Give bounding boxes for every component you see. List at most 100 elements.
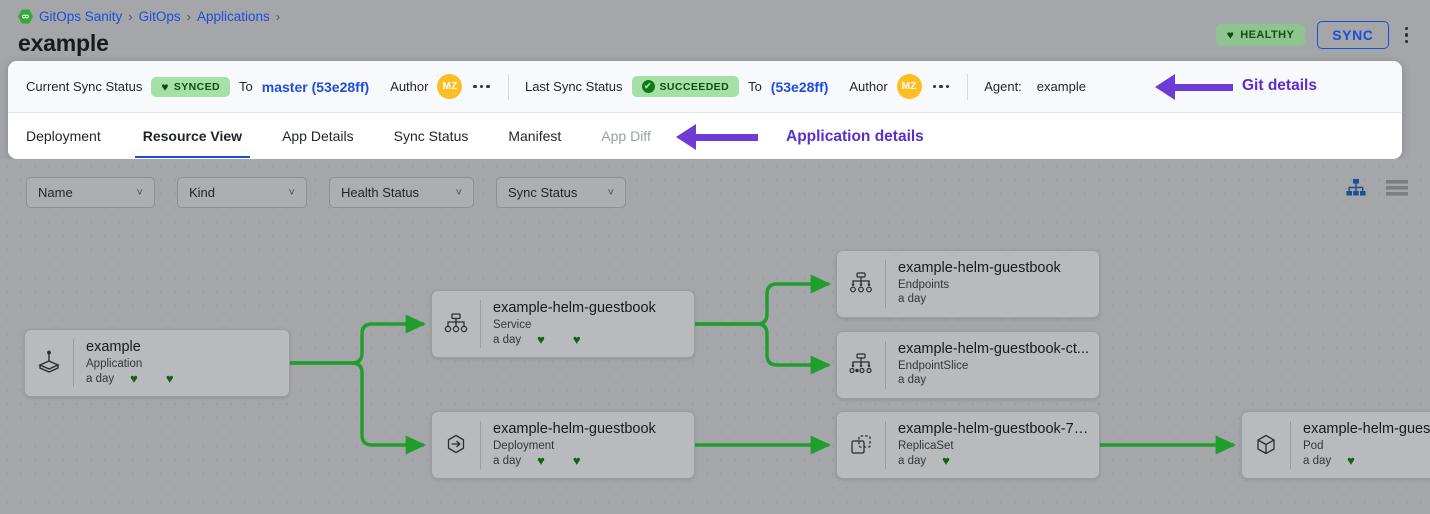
sync-heart-icon: ♥ <box>165 371 174 386</box>
sync-heart-icon: ♥ <box>572 332 581 347</box>
list-view-icon[interactable] <box>1386 179 1408 202</box>
application-details-card: Current Sync Status ♥ SYNCED To master (… <box>8 61 1402 159</box>
last-overflow-dots-icon[interactable] <box>931 81 952 93</box>
filter-name[interactable]: Name ˅ <box>26 177 155 208</box>
divider <box>885 421 886 469</box>
tree-view-icon[interactable] <box>1346 179 1366 202</box>
graph-node-kind: Endpoints <box>898 279 950 291</box>
graph-node-name: example-helm-guest <box>1303 421 1430 437</box>
graph-node-kind: Application <box>86 358 143 370</box>
current-overflow-dots-icon[interactable] <box>471 81 492 93</box>
health-heart-icon: ♥ <box>1347 453 1355 468</box>
graph-node-meta: a day ♥ ♥ <box>493 454 684 467</box>
sync-heart-icon: ♥ <box>572 453 581 468</box>
current-revision-link[interactable]: master (53e28ff) <box>261 78 370 95</box>
sync-status-bar: Current Sync Status ♥ SYNCED To master (… <box>8 61 1402 113</box>
health-badge-label: HEALTHY <box>1240 29 1295 41</box>
sync-button[interactable]: SYNC <box>1317 21 1389 49</box>
graph-node-name: example <box>86 339 141 355</box>
resource-graph-canvas: Name ˅ Kind ˅ Health Status ˅ Sync Statu… <box>0 159 1430 514</box>
git-details-annotation-label: Git details <box>1242 77 1317 94</box>
application-icon <box>25 330 73 396</box>
tab-sync-status[interactable]: Sync Status <box>393 127 469 144</box>
breadcrumb-item-gitops-sanity[interactable]: GitOps Sanity <box>39 9 123 24</box>
breadcrumb-item-applications[interactable]: Applications <box>196 9 270 24</box>
graph-node-body: example-helm-guest Pod a day ♥ <box>1291 412 1430 478</box>
health-heart-icon: ♥ <box>537 453 545 468</box>
divider <box>480 421 481 469</box>
last-revision-link[interactable]: (53e28ff) <box>770 78 829 95</box>
graph-node-application[interactable]: example Application a day ♥ ♥ <box>24 329 290 397</box>
breadcrumb: GitOps Sanity › GitOps › Applications › <box>18 9 280 24</box>
graph-node-kind: Pod <box>1303 440 1324 452</box>
filter-name-label: Name <box>38 185 73 200</box>
graph-node-body: example-helm-guestbook-74... ReplicaSet … <box>886 412 1099 478</box>
filter-health-status[interactable]: Health Status ˅ <box>329 177 474 208</box>
current-sync-status-label: Current Sync Status <box>26 79 143 94</box>
divider <box>885 260 886 308</box>
divider <box>967 73 969 100</box>
chevron-down-icon: ˅ <box>455 186 462 199</box>
graph-node-endpoints[interactable]: example-helm-guestbook Endpoints a day <box>836 250 1100 318</box>
check-circle-icon: ✔ <box>641 80 655 93</box>
graph-node-name: example-helm-guestbook <box>493 421 656 437</box>
graph-node-pod[interactable]: example-helm-guest Pod a day ♥ <box>1241 411 1430 479</box>
graph-node-service[interactable]: example-helm-guestbook Service a day ♥ ♥ <box>431 290 695 358</box>
last-sync-status-group: Last Sync Status ✔ SUCCEEDED To (53e28ff… <box>525 74 951 99</box>
current-sync-status-pill: ♥ SYNCED <box>151 76 231 97</box>
current-sync-status-group: Current Sync Status ♥ SYNCED To master (… <box>26 74 492 99</box>
graph-node-meta: a day ♥ <box>1303 454 1430 467</box>
graph-node-meta: a day ♥ <box>898 454 1089 467</box>
health-heart-icon: ♥ <box>130 371 138 386</box>
tab-app-diff: App Diff <box>601 127 651 144</box>
service-icon <box>432 291 480 357</box>
graph-node-endpointslice[interactable]: example-helm-guestbook-ct... EndpointSli… <box>836 331 1100 399</box>
graph-node-age: a day <box>1303 454 1332 467</box>
kebab-menu-icon[interactable] <box>1401 25 1413 46</box>
heart-icon: ♥ <box>161 79 169 94</box>
filter-sync-status[interactable]: Sync Status ˅ <box>496 177 626 208</box>
chevron-down-icon: ˅ <box>288 186 295 199</box>
graph-node-age: a day <box>86 372 115 385</box>
graph-node-age: a day <box>493 333 522 346</box>
heart-icon: ♥ <box>1226 28 1235 42</box>
graph-node-name: example-helm-guestbook <box>493 300 656 316</box>
graph-node-replicaset[interactable]: example-helm-guestbook-74... ReplicaSet … <box>836 411 1100 479</box>
breadcrumb-item-gitops[interactable]: GitOps <box>138 9 181 24</box>
tab-app-details[interactable]: App Details <box>282 127 354 144</box>
agent-value: example <box>1036 79 1086 94</box>
graph-node-deployment[interactable]: example-helm-guestbook Deployment a day … <box>431 411 695 479</box>
tab-manifest[interactable]: Manifest <box>508 127 562 144</box>
graph-node-body: example-helm-guestbook Service a day ♥ ♥ <box>481 291 694 357</box>
avatar[interactable]: MZ <box>437 74 463 99</box>
graph-node-kind: Service <box>493 319 532 331</box>
graph-node-kind: EndpointSlice <box>898 360 969 372</box>
divider <box>507 73 509 100</box>
tab-deployment[interactable]: Deployment <box>26 127 101 144</box>
filter-sync-status-label: Sync Status <box>508 185 578 200</box>
header-actions: ♥ HEALTHY SYNC <box>1215 21 1413 49</box>
endpointslice-icon <box>837 332 885 398</box>
last-sync-status-label: Last Sync Status <box>524 79 623 94</box>
graph-node-age: a day <box>898 454 927 467</box>
tab-resource-view[interactable]: Resource View <box>123 113 262 158</box>
filter-kind[interactable]: Kind ˅ <box>177 177 307 208</box>
avatar[interactable]: MZ <box>896 74 922 99</box>
graph-node-age: a day <box>898 374 927 386</box>
endpoints-icon <box>837 251 885 317</box>
divider <box>480 300 481 348</box>
breadcrumb-separator: › <box>186 9 191 24</box>
current-sync-status-pill-label: SYNCED <box>173 80 221 93</box>
graph-node-name: example-helm-guestbook-ct... <box>898 341 1089 357</box>
filter-health-status-label: Health Status <box>341 185 420 200</box>
divider <box>1290 421 1291 469</box>
application-details-annotation-label: Application details <box>786 128 924 145</box>
graph-node-body: example Application a day ♥ ♥ <box>74 330 289 396</box>
health-heart-icon: ♥ <box>942 453 950 468</box>
last-sync-status-pill-label: SUCCEEDED <box>659 80 730 93</box>
view-toggle-group <box>1346 179 1408 202</box>
graph-node-age: a day <box>493 454 522 467</box>
graph-node-age: a day <box>898 293 927 305</box>
agent-group: Agent: example <box>984 79 1086 94</box>
gitops-hexagon-logo <box>18 9 33 24</box>
